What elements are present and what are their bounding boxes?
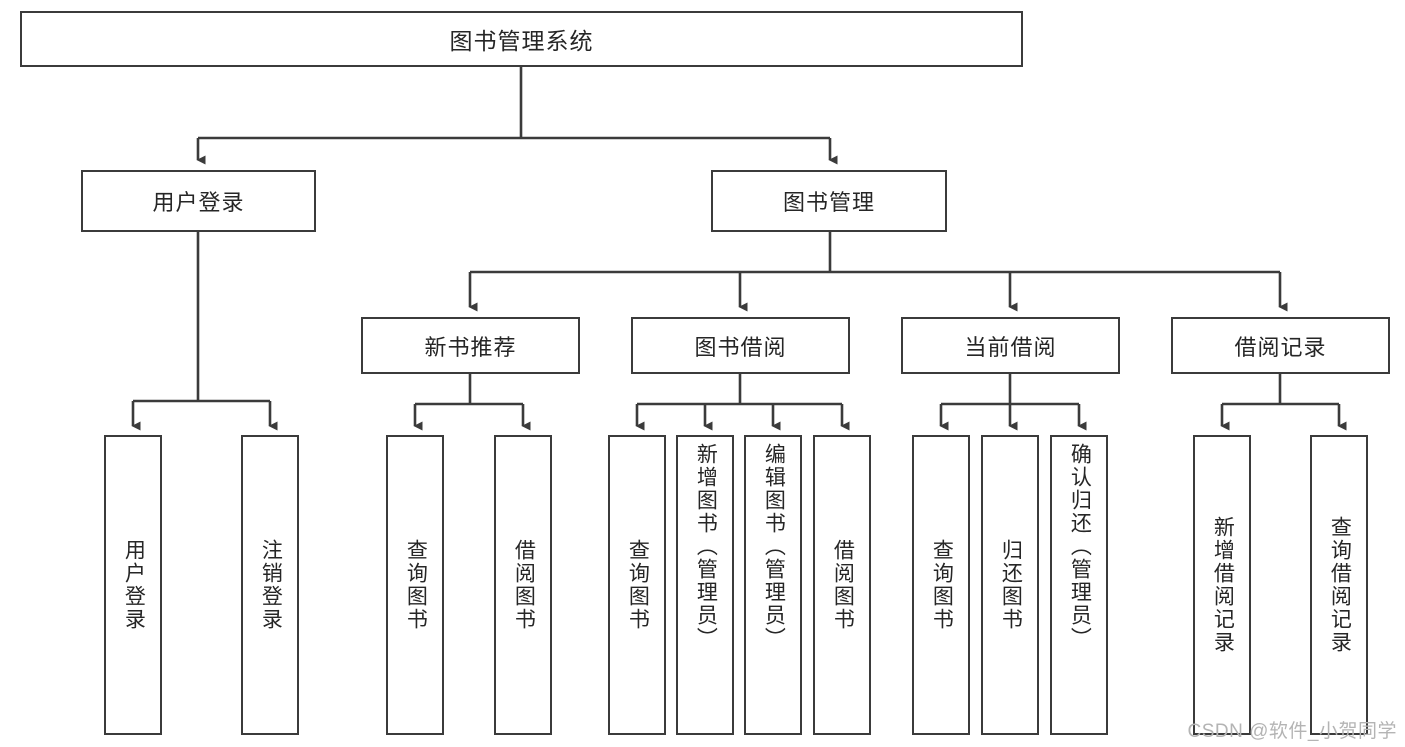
- edges-newbook-to-leaves: [413, 374, 531, 431]
- node-book-management[interactable]: 图书管理: [711, 170, 947, 232]
- node-label: 图书管理: [782, 190, 875, 215]
- node-label: 新增图书（管理员）: [694, 443, 718, 650]
- node-label: 注销登录: [259, 539, 283, 631]
- node-label: 归还图书: [999, 539, 1023, 631]
- leaf-content: 归还图书: [983, 437, 1037, 733]
- node-current-borrow[interactable]: 当前借阅: [901, 317, 1120, 374]
- node-label: 图书借阅: [694, 334, 787, 360]
- leaf-content: 借阅图书: [815, 437, 869, 733]
- leaf-content: 查询图书: [388, 437, 442, 733]
- edges-bookborrow-to-leaves: [635, 374, 850, 431]
- node-label: 查询图书: [404, 539, 428, 631]
- node-label: 新增借阅记录: [1211, 516, 1235, 654]
- node-leaf-confirm-return-admin[interactable]: 确认归还（管理员）: [1050, 435, 1108, 735]
- node-label: 图书管理系统: [449, 28, 594, 54]
- node-leaf-borrow-book-1[interactable]: 借阅图书: [494, 435, 552, 735]
- node-leaf-query-borrow-record[interactable]: 查询借阅记录: [1310, 435, 1368, 735]
- node-borrow-record[interactable]: 借阅记录: [1171, 317, 1390, 374]
- node-label: 用户登录: [122, 539, 146, 631]
- leaf-content: 查询图书: [914, 437, 968, 733]
- node-leaf-add-book-admin[interactable]: 新增图书（管理员）: [676, 435, 734, 735]
- node-label: 当前借阅: [964, 334, 1057, 360]
- leaf-content: 查询图书: [610, 437, 664, 733]
- watermark: CSDN @软件_小贺同学: [1187, 721, 1397, 742]
- edges-bookmanagement-to-level3: [468, 232, 1288, 312]
- node-leaf-query-book-2[interactable]: 查询图书: [608, 435, 666, 735]
- leaf-content: 新增图书（管理员）: [678, 437, 732, 733]
- node-label: 用户登录: [152, 190, 245, 215]
- node-label: 借阅图书: [831, 539, 855, 631]
- edges-borrowrecord-to-leaves: [1220, 374, 1347, 431]
- node-label: 编辑图书（管理员）: [762, 443, 786, 650]
- node-leaf-user-login[interactable]: 用户登录: [104, 435, 162, 735]
- edges-userlogin-to-leaves: [131, 232, 278, 431]
- node-label: 确认归还（管理员）: [1068, 443, 1092, 650]
- leaf-content: 确认归还（管理员）: [1052, 437, 1106, 733]
- edges-currentborrow-to-leaves: [939, 374, 1087, 431]
- node-label: 查询图书: [930, 539, 954, 631]
- node-leaf-add-borrow-record[interactable]: 新增借阅记录: [1193, 435, 1251, 735]
- leaf-content: 编辑图书（管理员）: [746, 437, 800, 733]
- leaf-content: 注销登录: [243, 437, 297, 733]
- leaf-content: 新增借阅记录: [1195, 437, 1249, 733]
- node-leaf-logout-login[interactable]: 注销登录: [241, 435, 299, 735]
- node-label: 借阅记录: [1234, 334, 1327, 360]
- node-root-book-management-system[interactable]: 图书管理系统: [20, 11, 1023, 67]
- node-leaf-return-book[interactable]: 归还图书: [981, 435, 1039, 735]
- node-label: 查询图书: [626, 539, 650, 631]
- edges-root-to-level2: [196, 67, 838, 165]
- node-leaf-query-book-3[interactable]: 查询图书: [912, 435, 970, 735]
- leaf-content: 用户登录: [106, 437, 160, 733]
- leaf-content: 查询借阅记录: [1312, 437, 1366, 733]
- node-label: 新书推荐: [424, 334, 517, 360]
- node-book-borrow[interactable]: 图书借阅: [631, 317, 850, 374]
- node-label: 借阅图书: [512, 539, 536, 631]
- node-leaf-borrow-book-2[interactable]: 借阅图书: [813, 435, 871, 735]
- node-leaf-query-book-1[interactable]: 查询图书: [386, 435, 444, 735]
- node-label: 查询借阅记录: [1328, 516, 1352, 654]
- node-user-login[interactable]: 用户登录: [81, 170, 316, 232]
- node-new-book-recommend[interactable]: 新书推荐: [361, 317, 580, 374]
- node-leaf-edit-book-admin[interactable]: 编辑图书（管理员）: [744, 435, 802, 735]
- leaf-content: 借阅图书: [496, 437, 550, 733]
